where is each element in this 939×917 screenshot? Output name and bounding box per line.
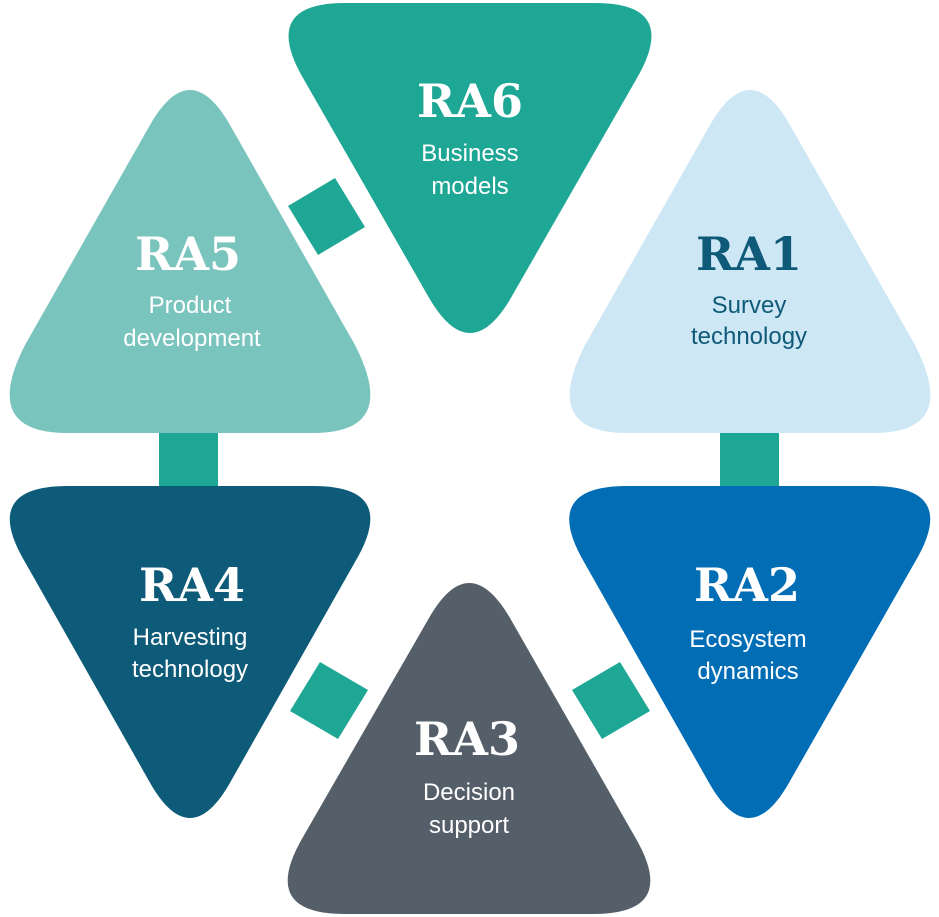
area-description-line1: Decision <box>423 779 515 806</box>
connector-ra1-ra2 <box>720 430 779 490</box>
area-description-line1: Product <box>149 292 232 319</box>
connector-ra5-ra6 <box>288 178 365 255</box>
triangle-ra6 <box>288 3 652 333</box>
triangle-ra5 <box>9 90 371 433</box>
connector-ra3-ra2 <box>572 662 650 739</box>
area-code: RA1 <box>696 227 802 281</box>
triangle-ra1 <box>569 90 931 433</box>
area-ra5: RA5 Product development <box>9 90 371 433</box>
area-ra1: RA1 Survey technology <box>569 90 931 433</box>
area-code: RA4 <box>139 558 245 612</box>
area-ra3: RA3 Decision support <box>287 583 651 914</box>
area-ra6: RA6 Business models <box>288 3 652 333</box>
triangle-ra3 <box>287 583 651 914</box>
area-code: RA3 <box>414 712 520 766</box>
area-ra2: RA2 Ecosystem dynamics <box>569 486 931 818</box>
area-description-line2: technology <box>691 323 807 350</box>
area-description-line1: Survey <box>712 292 787 319</box>
area-description-line2: development <box>123 325 261 352</box>
area-code: RA5 <box>135 227 241 281</box>
area-description-line2: dynamics <box>697 658 798 685</box>
area-ra4: RA4 Harvesting technology <box>9 486 371 818</box>
triangle-ra2 <box>569 486 931 818</box>
triangle-ra4 <box>9 486 371 818</box>
area-description-line2: technology <box>132 656 248 683</box>
connector-ra4-ra3 <box>290 662 368 739</box>
area-code: RA6 <box>417 74 523 128</box>
area-description-line1: Business <box>421 140 518 167</box>
connector-ra5-ra4 <box>159 430 218 490</box>
area-description-line2: support <box>429 812 509 839</box>
area-code: RA2 <box>694 558 800 612</box>
area-description-line2: models <box>431 173 508 200</box>
area-description-line1: Ecosystem <box>689 626 806 653</box>
area-description-line1: Harvesting <box>133 624 248 651</box>
